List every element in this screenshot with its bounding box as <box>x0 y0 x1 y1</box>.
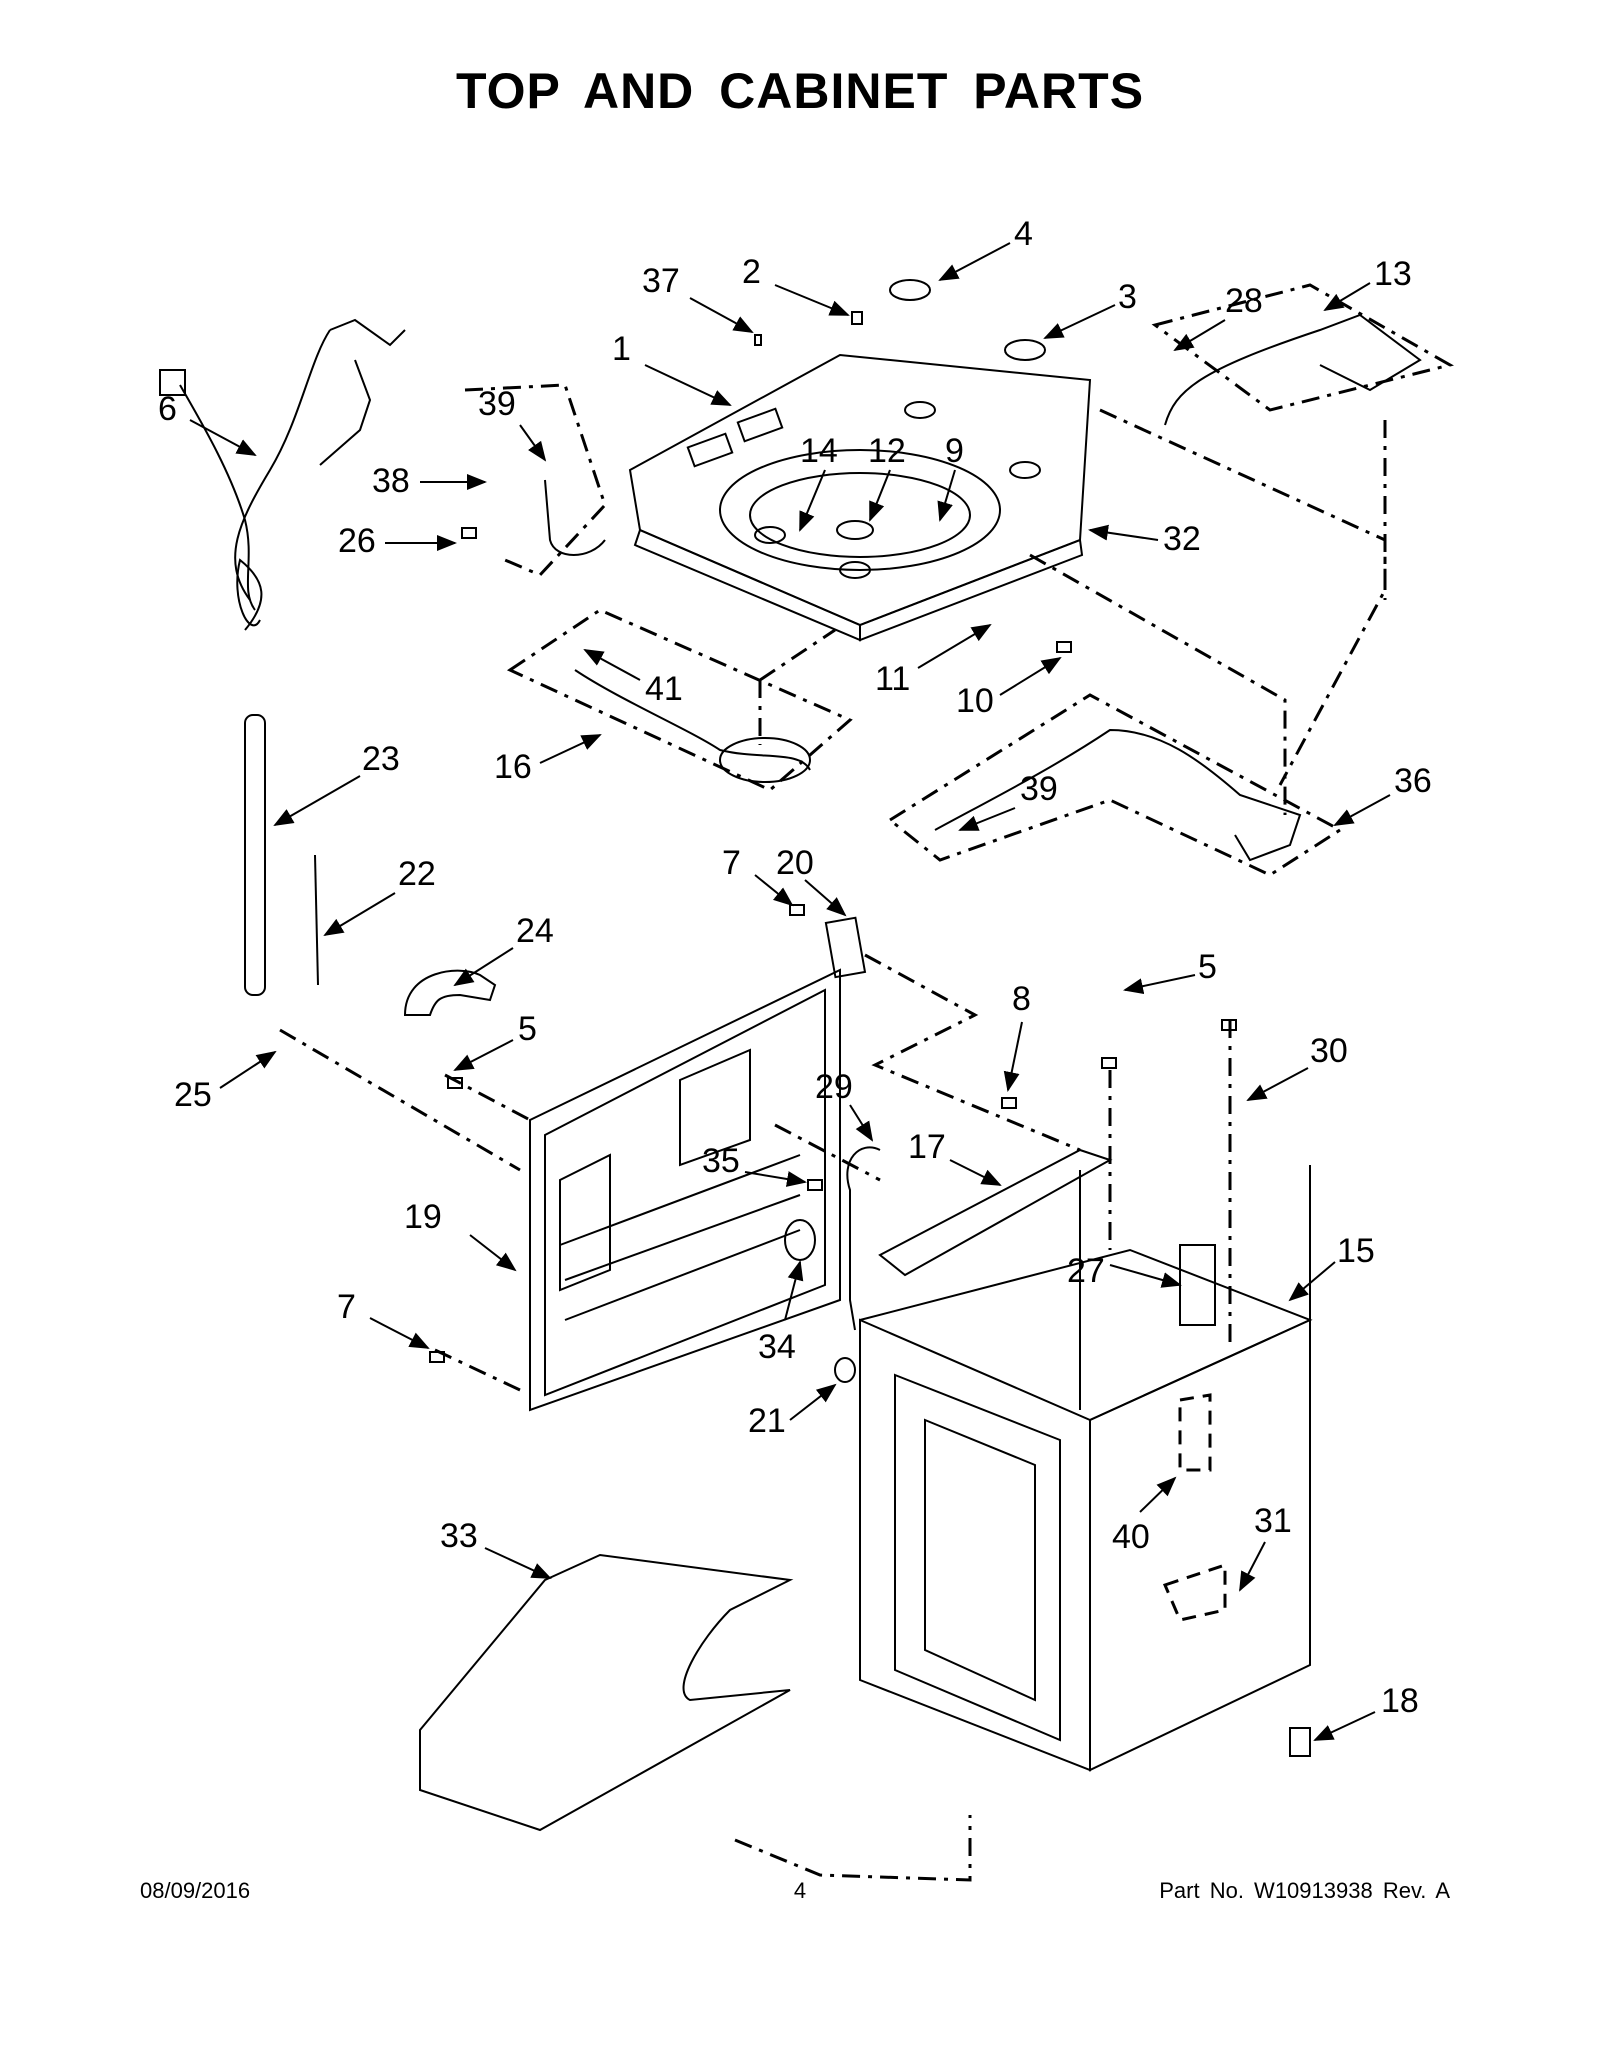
clamp-21 <box>834 1357 856 1383</box>
callout-5b: 5 <box>518 1010 537 1048</box>
dispenser-36 <box>934 728 1302 862</box>
callout-16: 16 <box>494 748 532 786</box>
callout-34: 34 <box>758 1328 796 1366</box>
callout-3: 3 <box>1118 278 1137 316</box>
footer-date: 08/09/2016 <box>140 1878 251 1903</box>
callout-26: 26 <box>338 522 376 560</box>
footer-page-number: 4 <box>793 1878 807 1903</box>
rear-panel <box>529 968 841 1412</box>
callout-33: 33 <box>440 1517 478 1555</box>
callout-31: 31 <box>1254 1502 1292 1540</box>
callout-8: 8 <box>1012 980 1031 1018</box>
callout-37: 37 <box>642 262 680 300</box>
clip-2 <box>851 311 863 325</box>
callout-12: 12 <box>868 432 906 470</box>
drain-hose-23 <box>244 714 266 996</box>
wire-harness <box>159 318 406 631</box>
drain-hose-29 <box>846 1146 881 1331</box>
clamp-34 <box>784 1219 816 1261</box>
cabinet <box>859 1165 1313 1772</box>
callout-29: 29 <box>815 1068 853 1106</box>
callout-40: 40 <box>1112 1518 1150 1556</box>
callout-1: 1 <box>612 330 631 368</box>
callout-39a: 39 <box>478 385 516 423</box>
callout-22: 22 <box>398 855 436 893</box>
tag-37 <box>754 334 762 346</box>
callout-9: 9 <box>945 432 964 470</box>
callout-6: 6 <box>158 390 177 428</box>
callout-5a: 5 <box>1198 948 1217 986</box>
callout-27: 27 <box>1067 1252 1105 1290</box>
callout-30: 30 <box>1310 1032 1348 1070</box>
cable-tie-22 <box>314 854 319 986</box>
callout-23: 23 <box>362 740 400 778</box>
base-pad <box>419 1553 794 1832</box>
callout-14: 14 <box>800 432 838 470</box>
callout-21: 21 <box>748 1402 786 1440</box>
elbow-24 <box>403 969 497 1016</box>
callout-7a: 7 <box>722 844 741 882</box>
callout-32: 32 <box>1163 520 1201 558</box>
callout-11: 11 <box>875 660 910 698</box>
washer-top-panel <box>628 353 1092 642</box>
callout-15: 15 <box>1337 1232 1375 1270</box>
screws <box>429 527 1311 1757</box>
callout-20: 20 <box>776 844 814 882</box>
page-title: TOP AND CABINET PARTS <box>455 63 1145 119</box>
cap-4 <box>889 279 931 301</box>
pad-27 <box>1179 1244 1216 1326</box>
cap-3 <box>1004 339 1046 361</box>
callout-36: 36 <box>1394 762 1432 800</box>
clip-20 <box>824 916 867 979</box>
callout-2: 2 <box>742 253 761 291</box>
callout-28: 28 <box>1225 282 1263 320</box>
callout-41: 41 <box>645 670 683 708</box>
dispenser-13 <box>1164 313 1422 426</box>
footer-part-number: Part No. W10913938 Rev. A <box>1159 1878 1450 1903</box>
callout-19: 19 <box>404 1198 442 1236</box>
callout-labels: 1 2 3 4 5 5 6 7 7 8 9 10 11 12 13 14 15 … <box>158 215 1432 1741</box>
dispenser-hose-16 <box>574 669 811 771</box>
callout-7b: 7 <box>337 1288 356 1326</box>
cap-12 <box>836 520 874 540</box>
callout-24: 24 <box>516 912 554 950</box>
callout-4: 4 <box>1014 215 1033 253</box>
callout-25: 25 <box>174 1076 212 1114</box>
callout-39b: 39 <box>1020 770 1058 808</box>
callout-18: 18 <box>1381 1682 1419 1720</box>
callout-13: 13 <box>1374 255 1412 293</box>
callout-38: 38 <box>372 462 410 500</box>
callout-17: 17 <box>908 1128 946 1166</box>
inlet-hose-38 <box>544 479 606 556</box>
callout-10: 10 <box>956 682 994 720</box>
callout-35: 35 <box>702 1142 740 1180</box>
